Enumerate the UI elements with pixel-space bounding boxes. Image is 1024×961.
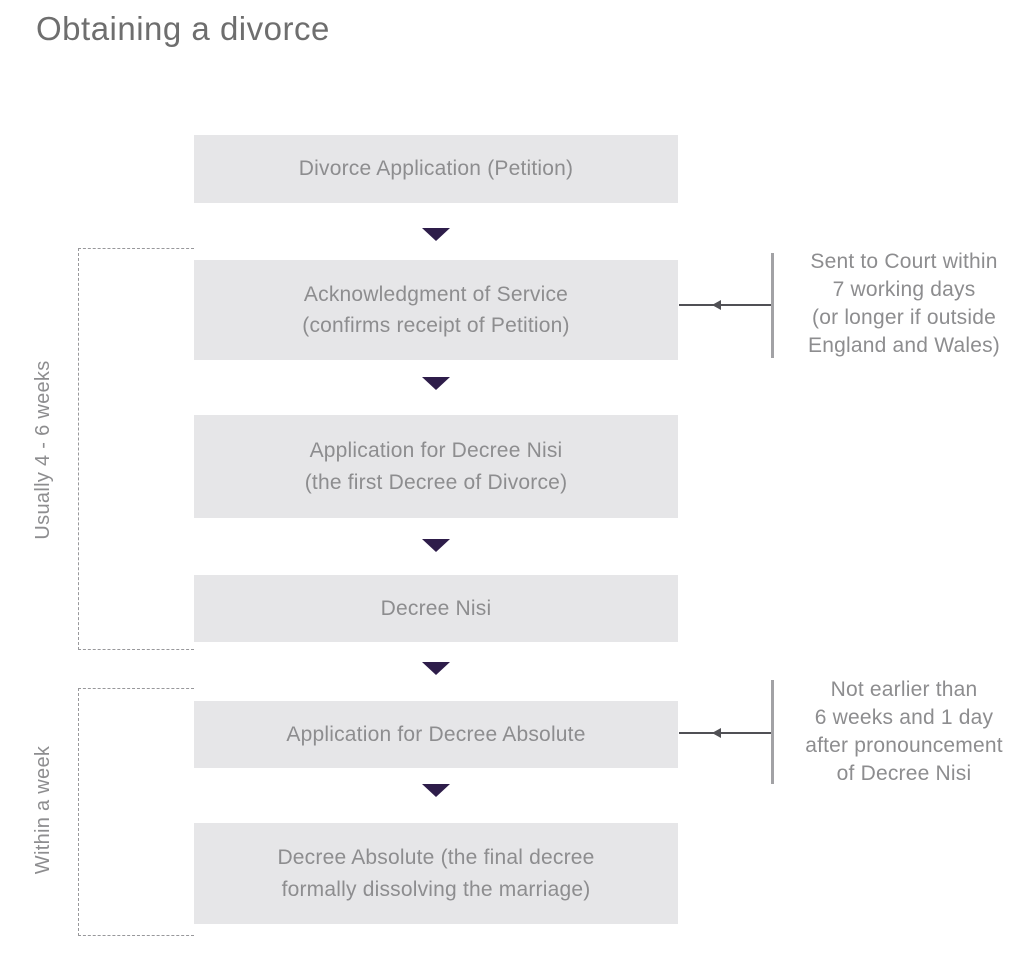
annotation-connector-line (679, 732, 771, 734)
flow-box-application-for-decree-absolute: Application for Decree Absolute (194, 701, 678, 768)
down-arrow-icon (422, 662, 450, 675)
duration-label-within-a-week: Within a week (32, 745, 54, 875)
annotation-not-earlier-than: Not earlier than 6 weeks and 1 day after… (805, 678, 1003, 785)
flow-box-application-for-decree-nisi: Application for Decree Nisi (the first D… (194, 415, 678, 518)
left-arrow-icon (712, 728, 721, 738)
left-arrow-icon (712, 300, 721, 310)
annotation-connector-line (679, 304, 771, 306)
flow-box-decree-absolute: Decree Absolute (the final decree formal… (194, 823, 678, 924)
annotation-bar (771, 680, 774, 784)
down-arrow-icon (422, 784, 450, 797)
annotation-sent-to-court: Sent to Court within 7 working days (or … (808, 250, 1000, 357)
page-title: Obtaining a divorce (36, 10, 330, 47)
duration-bracket-usually-4-6-weeks (78, 248, 194, 650)
down-arrow-icon (422, 377, 450, 390)
duration-bracket-within-a-week (78, 688, 194, 936)
flow-box-divorce-application: Divorce Application (Petition) (194, 135, 678, 203)
annotation-bar (771, 253, 774, 358)
duration-label-usually-4-6-weeks: Usually 4 - 6 weeks (32, 360, 54, 540)
flow-box-acknowledgment-of-service: Acknowledgment of Service (confirms rece… (194, 260, 678, 360)
down-arrow-icon (422, 539, 450, 552)
down-arrow-icon (422, 228, 450, 241)
flow-box-decree-nisi: Decree Nisi (194, 575, 678, 642)
